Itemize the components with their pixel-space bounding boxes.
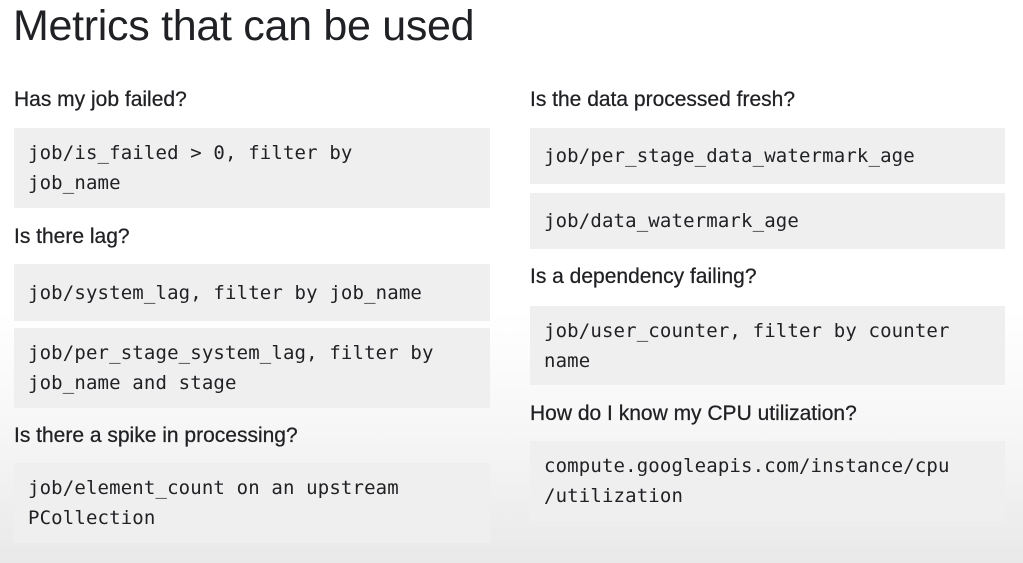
question-spike: Is there a spike in processing? <box>14 424 298 447</box>
code-text: job/is_failed > 0, filter by job_name <box>28 142 353 194</box>
code-text: job/per_stage_system_lag, filter by job_… <box>28 342 434 394</box>
code-block-job-failed: job/is_failed > 0, filter by job_name <box>14 128 490 208</box>
question-lag: Is there lag? <box>14 225 130 248</box>
code-block-data-watermark: job/data_watermark_age <box>530 193 1005 249</box>
code-text: job/user_counter, filter by counter name <box>544 319 950 372</box>
code-text: job/element_count on an upstream PCollec… <box>28 477 399 529</box>
question-data-fresh: Is the data processed fresh? <box>530 88 795 111</box>
question-job-failed: Has my job failed? <box>14 88 187 111</box>
code-block-user-counter: job/user_counter, filter by counter name <box>530 306 1005 385</box>
code-text: job/per_stage_data_watermark_age <box>544 145 915 167</box>
question-cpu: How do I know my CPU utilization? <box>530 402 857 425</box>
code-block-system-lag: job/system_lag, filter by job_name <box>14 264 490 321</box>
question-dependency: Is a dependency failing? <box>530 265 757 288</box>
code-text: compute.googleapis.com/instance/cpu /uti… <box>544 455 950 507</box>
code-text: job/system_lag, filter by job_name <box>28 281 423 304</box>
code-block-element-count: job/element_count on an upstream PCollec… <box>14 463 490 543</box>
code-block-per-stage-lag: job/per_stage_system_lag, filter by job_… <box>14 328 490 408</box>
code-block-per-stage-watermark: job/per_stage_data_watermark_age <box>530 128 1005 184</box>
code-block-cpu-utilization: compute.googleapis.com/instance/cpu /uti… <box>530 441 1005 521</box>
slide-title: Metrics that can be used <box>13 2 475 50</box>
code-text: job/data_watermark_age <box>544 210 799 232</box>
